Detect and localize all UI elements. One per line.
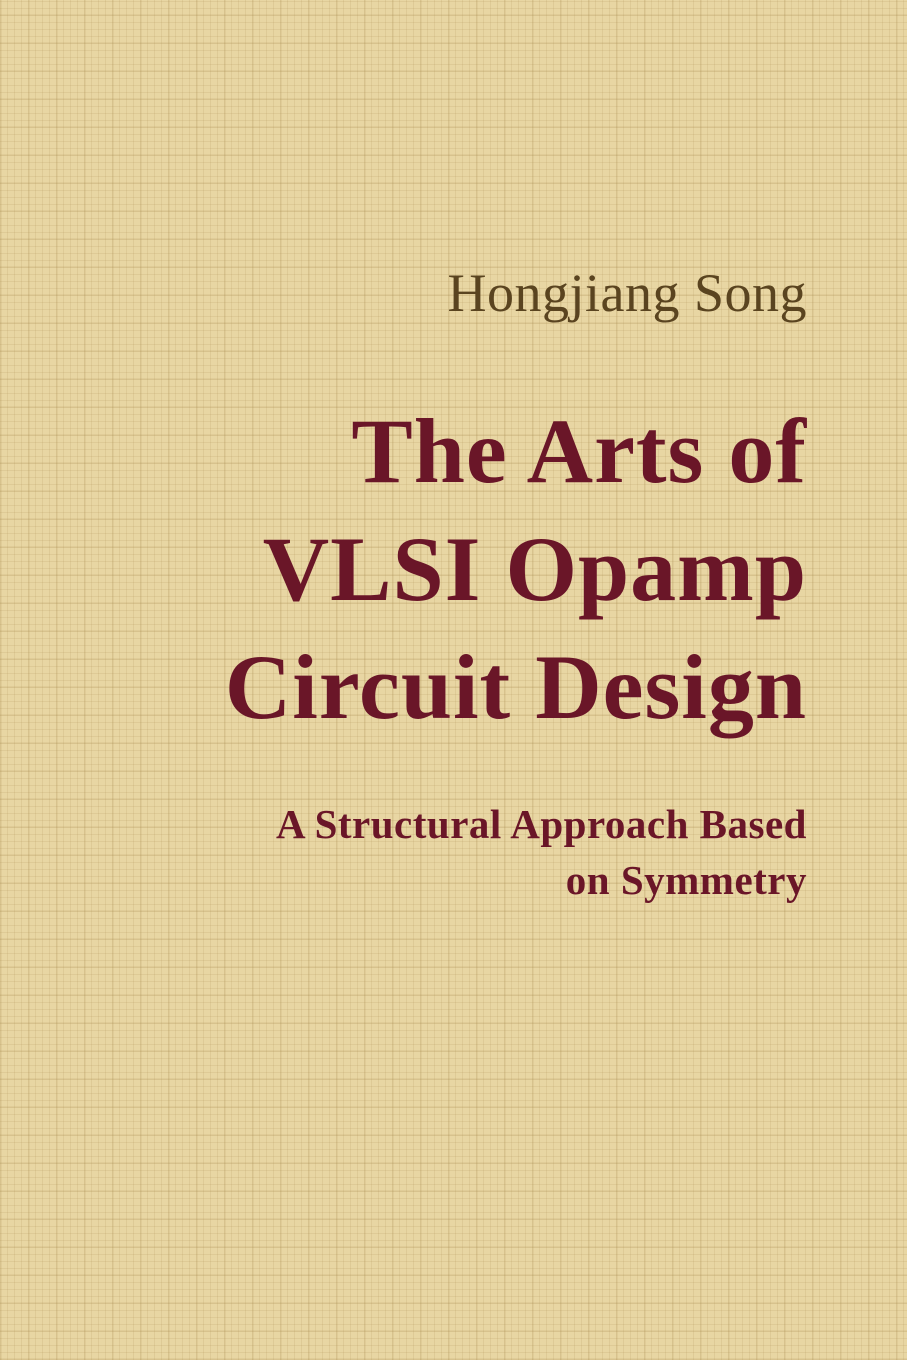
book-subtitle: A Structural Approach Based on Symmetry xyxy=(276,796,807,908)
author-name: Hongjiang Song xyxy=(447,263,807,323)
book-title: The Arts of VLSI Opamp Circuit Design xyxy=(225,392,807,746)
subtitle-line: on Symmetry xyxy=(565,857,807,903)
title-line: VLSI Opamp xyxy=(262,518,807,620)
title-line: The Arts of xyxy=(351,400,807,502)
subtitle-line: A Structural Approach Based xyxy=(275,801,807,847)
title-line: Circuit Design xyxy=(224,636,807,738)
